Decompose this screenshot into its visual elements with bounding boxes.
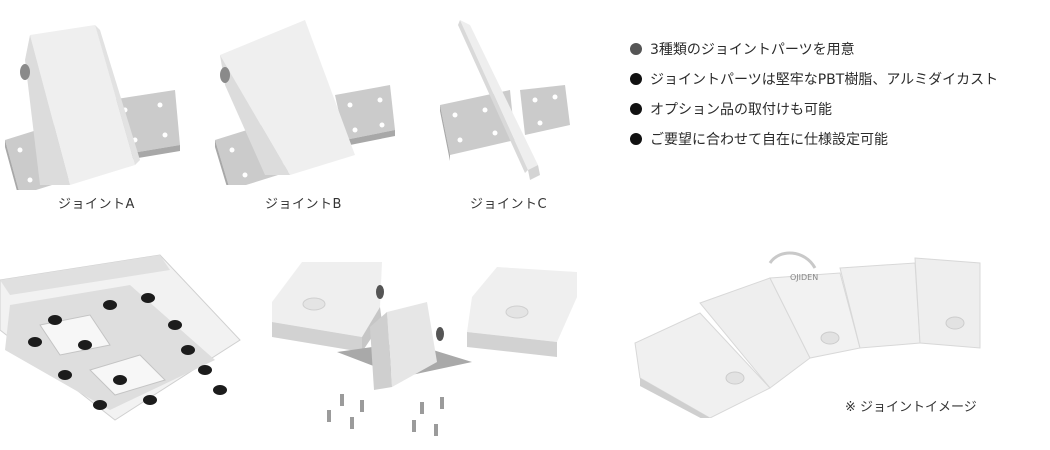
feature-text: 3種類のジョイントパーツを用意 [650,42,855,58]
underside-image [0,250,250,425]
feature-item: オプション品の取付けも可能 [630,94,1050,124]
feature-text: オプション品の取付けも可能 [650,102,832,118]
feature-item: ご要望に合わせて自在に仕様設定可能 [630,124,1050,154]
feature-list: 3種類のジョイントパーツを用意 ジョイントパーツは堅牢なPBT樹脂、アルミダイカ… [630,34,1050,154]
joint-a-caption: ジョイントA [58,197,135,212]
joint-c-image [430,15,580,185]
feature-item: 3種類のジョイントパーツを用意 [630,34,1050,64]
bullet-dot-icon [630,133,642,145]
product-logo: OJIDEN [790,273,818,282]
assembled-pedal-image: OJIDEN [630,248,1000,418]
feature-text: ご要望に合わせて自在に仕様設定可能 [650,132,888,148]
feature-item: ジョイントパーツは堅牢なPBT樹脂、アルミダイカスト [630,64,1050,94]
joint-a-image [0,20,190,190]
joint-b-caption: ジョイントB [265,197,342,212]
joint-c-caption: ジョイントC [470,197,548,212]
feature-text: ジョイントパーツは堅牢なPBT樹脂、アルミダイカスト [650,72,999,88]
joint-b-image [210,15,405,185]
bullet-dot-icon [630,73,642,85]
bullet-dot-icon [630,103,642,115]
joint-image-note: ※ ジョイントイメージ [845,400,977,415]
exploded-view-image [262,252,592,442]
bullet-dot-icon [630,43,642,55]
